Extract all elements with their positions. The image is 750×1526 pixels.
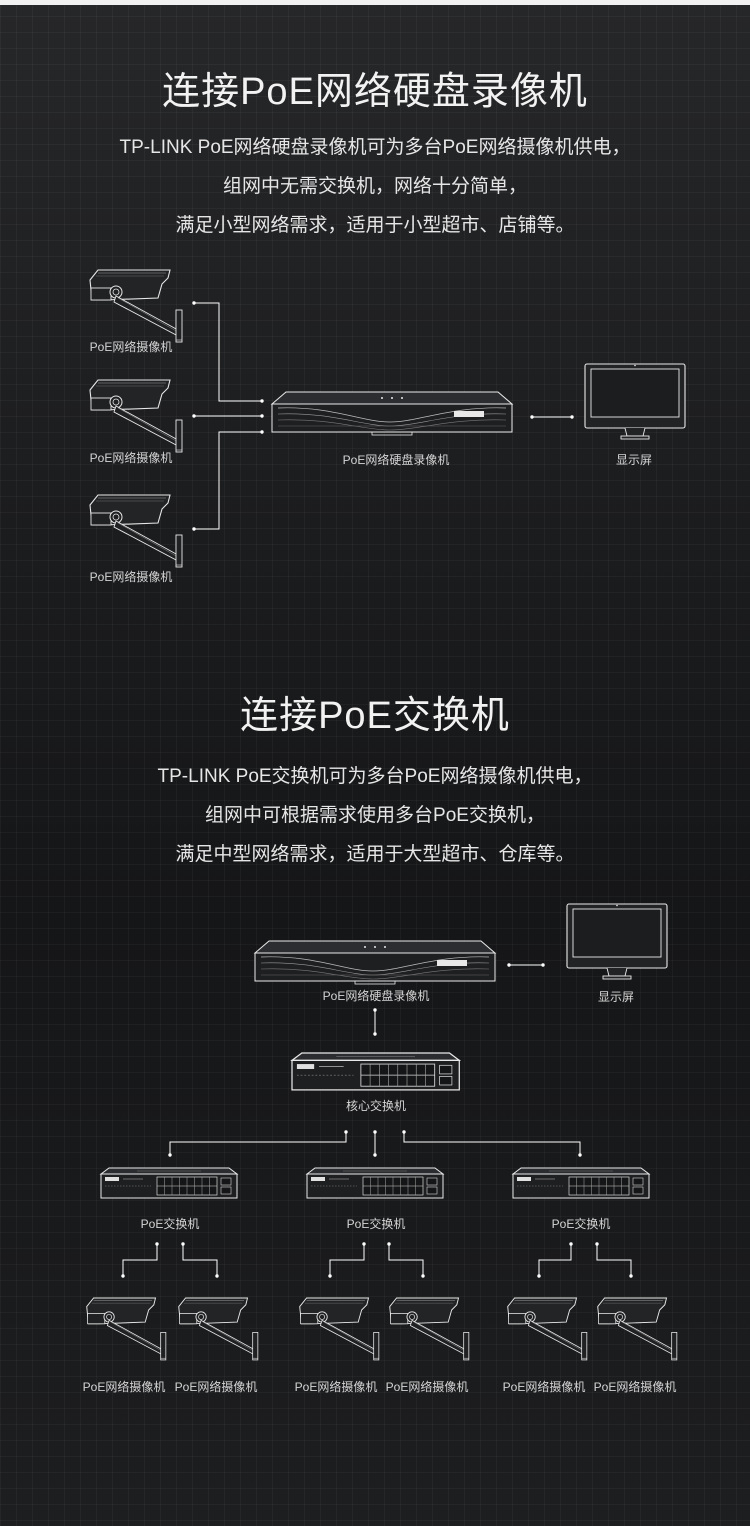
section1-description: TP-LINK PoE网络硬盘录像机可为多台PoE网络摄像机供电， 组网中无需交… [0,128,750,245]
nvr-icon [271,391,513,436]
section1-desc-line-2: 组网中无需交换机，网络十分简单， [222,176,527,197]
poe-switch-icon [306,1167,444,1199]
camera-icon [597,1297,678,1361]
section1-diagram [89,269,686,568]
camera-icon [389,1297,470,1361]
nvr-icon [254,940,496,985]
monitor-icon [584,363,686,440]
camera-icon [507,1297,588,1361]
camera-icon [89,379,183,453]
camera-icon [89,494,183,568]
camera-label: PoE网络摄像机 [294,1380,378,1394]
camera-label: PoE网络摄像机 [82,1380,166,1394]
poe-switch-icon [512,1167,650,1199]
poe-switch-label: PoE交换机 [140,1217,200,1231]
poe-switch-label: PoE交换机 [551,1217,611,1231]
section1-desc-line-1: TP-LINK PoE网络硬盘录像机可为多台PoE网络摄像机供电， [119,137,631,158]
camera-label: PoE网络摄像机 [89,340,173,354]
camera-label: PoE网络摄像机 [502,1380,586,1394]
camera-label: PoE网络摄像机 [385,1380,469,1394]
connection-dots [192,301,574,531]
camera-icon [299,1297,380,1361]
section2-desc-line-1: TP-LINK PoE交换机可为多台PoE网络摄像机供电， [157,766,593,787]
connection-lines [194,302,572,530]
camera-label: PoE网络摄像机 [593,1380,677,1394]
section2-desc-line-3: 满足中型网络需求，适用于大型超市、仓库等。 [175,844,575,865]
top-bar [0,0,750,5]
section2-diagram [86,903,678,1361]
camera-label: PoE网络摄像机 [174,1380,258,1394]
monitor-label: 显示屏 [597,990,635,1004]
section1-title: 连接PoE网络硬盘录像机 [162,71,588,113]
monitor-label: 显示屏 [615,453,653,467]
poe-switch-label: PoE交换机 [346,1217,406,1231]
poe-switch-icon [100,1167,238,1199]
section2-desc-line-2: 组网中可根据需求使用多台PoE交换机， [205,805,545,826]
connection-dots [121,963,633,1278]
monitor-icon [566,903,668,980]
camera-label: PoE网络摄像机 [89,570,173,584]
camera-icon [89,269,183,343]
section2-title: 连接PoE交换机 [240,695,510,737]
camera-icon [86,1297,167,1361]
connection-lines [122,964,632,1276]
section2-description: TP-LINK PoE交换机可为多台PoE网络摄像机供电， 组网中可根据需求使用… [0,757,750,874]
nvr-label: PoE网络硬盘录像机 [342,453,450,467]
nvr-label: PoE网络硬盘录像机 [322,989,430,1003]
camera-label: PoE网络摄像机 [89,451,173,465]
section1-desc-line-3: 满足小型网络需求，适用于小型超市、店铺等。 [175,215,575,236]
core-switch-label: 核心交换机 [345,1099,407,1113]
camera-icon [178,1297,259,1361]
core-switch-icon [291,1052,460,1091]
